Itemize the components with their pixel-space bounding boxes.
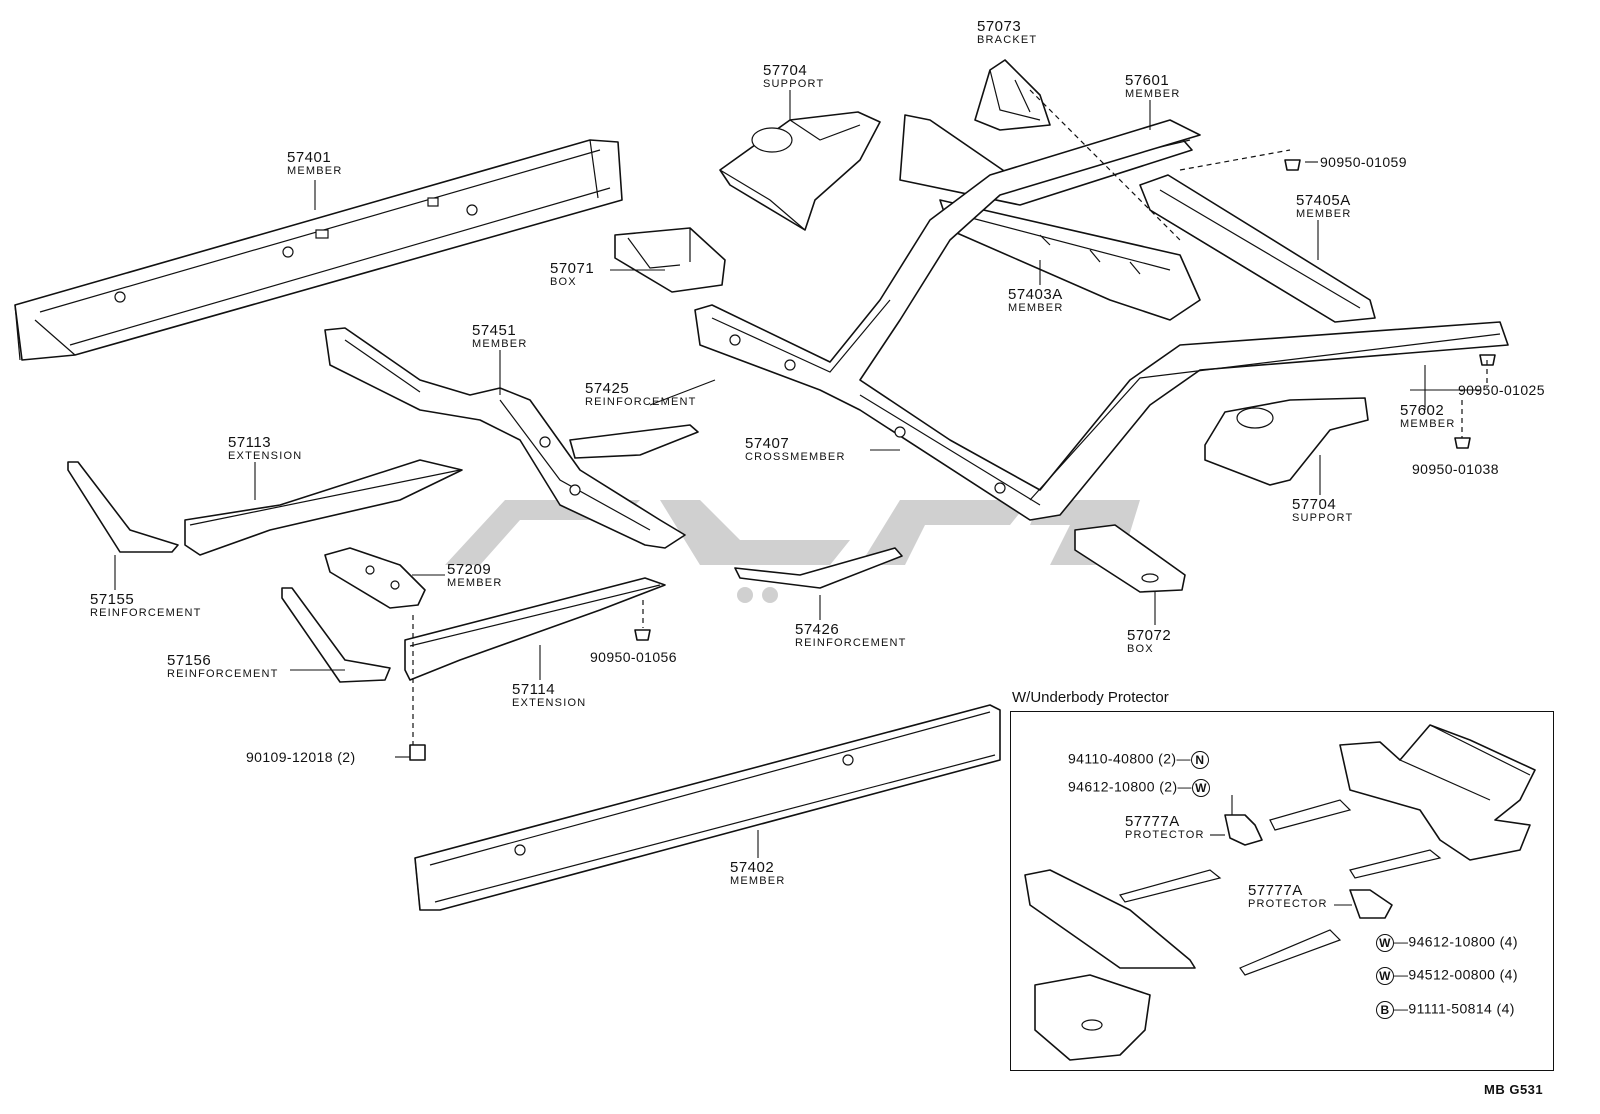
side-member-57405a <box>1139 174 1376 323</box>
side-member-57401 <box>14 139 623 361</box>
inset-washer-row-1: W—94612-10800 (4) <box>1376 934 1518 952</box>
washer-part-number: 94512-00800 (4) <box>1408 966 1518 983</box>
reinforcement-57155 <box>67 461 179 553</box>
support-57704-right <box>1204 397 1369 486</box>
extension-57114 <box>404 577 666 681</box>
fastener-90950-01056: 90950-01056 <box>590 649 677 665</box>
inset-title: W/Underbody Protector <box>1012 689 1169 706</box>
bolt-part-number: 91111-50814 (4) <box>1408 1000 1515 1017</box>
inset-washer-row-2: W—94512-00800 (4) <box>1376 967 1518 985</box>
nut-symbol-icon: N <box>1190 751 1209 769</box>
extension-57113 <box>184 459 463 556</box>
bracket-57073 <box>974 59 1051 131</box>
reinforcement-57425 <box>569 424 699 459</box>
box-57071 <box>614 227 726 293</box>
side-member-57402 <box>414 704 1001 911</box>
inset-washer-top-row: 94612-10800 (2)—W <box>1068 779 1210 797</box>
underbody-protector-inset <box>1010 711 1554 1071</box>
fastener-90950-01025: 90950-01025 <box>1458 382 1545 398</box>
washer-symbol-icon: W <box>1191 779 1210 797</box>
main-frame-rails <box>694 119 1509 521</box>
washer-symbol-icon: W <box>1376 967 1394 985</box>
fastener-90950-01038: 90950-01038 <box>1412 461 1499 477</box>
reinforcement-57156 <box>281 587 391 683</box>
nut-part-number: 94110-40800 (2) <box>1068 750 1177 767</box>
fastener-90950-01059: 90950-01059 <box>1320 154 1407 170</box>
inset-nut-row: 94110-40800 (2)—N <box>1068 751 1209 769</box>
washer-part-number: 94612-10800 (4) <box>1408 933 1518 950</box>
washer-symbol-icon: W <box>1376 934 1394 952</box>
inset-bolt-row: B—91111-50814 (4) <box>1376 1001 1515 1019</box>
underbody-protector-drawing <box>1024 724 1536 1061</box>
bolt-symbol-icon: B <box>1376 1001 1394 1019</box>
member-57209 <box>324 547 426 609</box>
fastener-glyphs <box>409 159 1496 761</box>
fastener-90109-12018: 90109-12018 (2) <box>246 749 356 765</box>
member-57451 <box>324 327 686 549</box>
washer-top-part-number: 94612-10800 (2) <box>1068 778 1178 795</box>
reinforcement-57426 <box>734 547 903 589</box>
drawing-code: MB G531 <box>1484 1082 1544 1097</box>
box-57072 <box>1074 524 1186 593</box>
leader-lines <box>114 89 1488 858</box>
support-57704-top <box>719 111 881 231</box>
